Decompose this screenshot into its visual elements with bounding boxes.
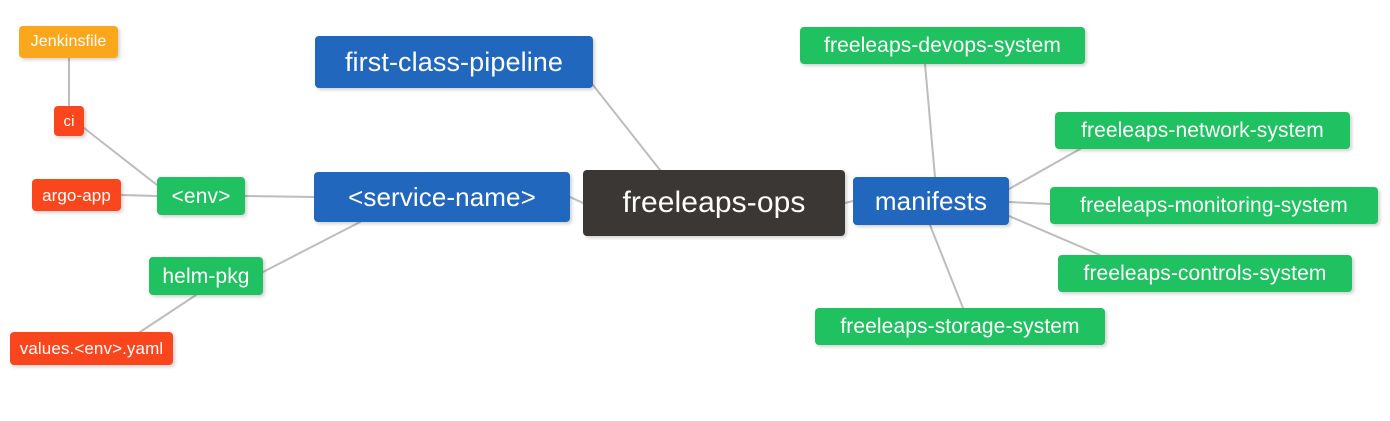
edge-env-to-ci [83,127,158,186]
node-label: freeleaps-network-system [1081,119,1324,142]
node-label: <env> [171,184,231,208]
node-label: freeleaps-ops [622,186,806,219]
edge-helm-pkg-to-values-env-yaml [139,294,197,333]
edge-manifests-to-freeleaps-monitoring-system [1008,201,1051,205]
node-freeleaps-ops[interactable]: freeleaps-ops [583,170,845,236]
node-freeleaps-devops-system[interactable]: freeleaps-devops-system [800,27,1085,64]
edge-service-name-to-env [244,195,315,198]
edge-manifests-to-freeleaps-storage-system [929,224,964,309]
edge-manifests-to-freeleaps-network-system [1008,148,1081,190]
node-freeleaps-controls-system[interactable]: freeleaps-controls-system [1058,255,1352,292]
node-label: freeleaps-devops-system [824,34,1061,57]
node-label: freeleaps-storage-system [840,315,1080,338]
node-label: manifests [874,186,988,216]
node-freeleaps-monitoring-system[interactable]: freeleaps-monitoring-system [1050,187,1378,224]
node-label: <service-name> [348,182,536,212]
edge-manifests-to-freeleaps-devops-system [924,63,936,178]
node-env[interactable]: <env> [157,177,245,215]
node-manifests[interactable]: manifests [853,177,1009,225]
edge-env-to-argo-app [120,194,158,197]
node-values-env-yaml[interactable]: values.<env>.yaml [10,332,173,365]
node-freeleaps-network-system[interactable]: freeleaps-network-system [1055,112,1350,149]
node-label: helm-pkg [162,264,250,288]
edge-service-name-to-helm-pkg [262,221,361,273]
edge-freeleaps-ops-to-service-name [569,196,584,204]
node-label: Jenkinsfile [30,33,107,50]
node-freeleaps-storage-system[interactable]: freeleaps-storage-system [815,308,1105,345]
node-first-class-pipeline[interactable]: first-class-pipeline [315,36,593,88]
node-argo-app[interactable]: argo-app [32,179,121,211]
node-service-name[interactable]: <service-name> [314,172,570,222]
node-jenkinsfile[interactable]: Jenkinsfile [19,26,118,58]
node-label: first-class-pipeline [344,46,564,77]
node-label: freeleaps-monitoring-system [1080,194,1348,217]
edge-freeleaps-ops-to-manifests [844,200,854,204]
node-label: ci [63,112,75,130]
node-label: freeleaps-controls-system [1083,262,1327,285]
node-ci[interactable]: ci [54,106,84,136]
edge-freeleaps-ops-to-first-class-pipeline [592,84,661,171]
node-label: argo-app [42,185,111,205]
node-helm-pkg[interactable]: helm-pkg [149,257,263,295]
node-label: values.<env>.yaml [19,339,164,358]
